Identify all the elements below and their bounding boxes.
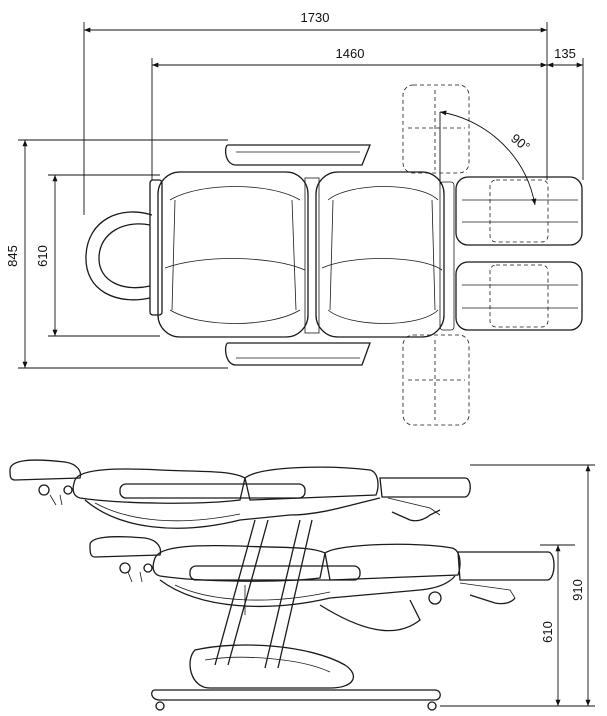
top-dimension-lines (18, 22, 584, 369)
dim-max-height: 910 (570, 579, 585, 601)
dim-seat-width: 610 (35, 245, 50, 267)
dim-min-height: 610 (540, 621, 555, 643)
dim-foot-extension: 135 (554, 46, 576, 61)
side-view-lowered (89, 519, 555, 711)
dim-total-width: 845 (5, 245, 20, 267)
dim-footrest-angle: 90° (508, 131, 533, 155)
side-dimension-lines (440, 464, 595, 707)
side-view-raised (9, 459, 471, 529)
dim-seat-length: 1460 (336, 46, 365, 61)
dim-total-length: 1730 (301, 10, 330, 25)
top-view (85, 84, 583, 426)
